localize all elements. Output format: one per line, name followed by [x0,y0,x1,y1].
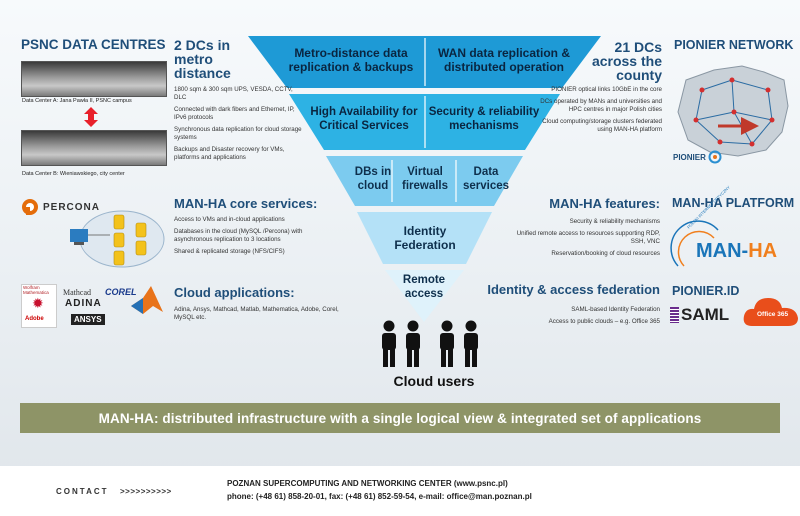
tier-2-right-label: Security & reliability mechanisms [428,106,540,132]
manha-logo: MAN-HA [696,240,777,263]
ansys-logo: ANSYS [71,314,105,325]
percona-wordmark: PERCONA [43,201,101,213]
identity-item: SAML-based Identity Federation [571,306,660,313]
network-detail: Cloud computing/storage clusters federat… [542,118,662,134]
dcs-country-heading: 21 DCs across the county [591,39,662,83]
core-service-item: Databases in the cloud (MySQL /Percona) … [174,228,303,244]
core-services-list: Access to VMs and in-cloud applications … [174,216,334,260]
mathematica-star-icon: ✹ [32,295,44,311]
mathematica-logo: Wolfram Mathematica ✹ Adobe [21,284,57,328]
data-center-a-caption: Data Center A: Jana Pawła II, PSNC campu… [22,98,132,104]
cloud-users-label: Cloud users [393,373,475,389]
tier-4-label: Identity Federation [394,224,456,253]
pionier-id-title: PIONIER.ID [672,284,740,298]
office365-logo: Office 365 [757,311,789,318]
tier-1-right-label: WAN data replication & distributed opera… [437,46,571,75]
cloud-applications-heading: Cloud applications: [174,285,295,300]
tier-2-left-label: High Availability for Critical Services [310,106,418,132]
pionier-wordmark: PIONIER [673,152,706,162]
feature-item: Reservation/booking of cloud resources [551,250,660,258]
feature-item: Unified remote access to resources suppo… [516,230,660,246]
percona-icon [22,199,38,215]
network-detail: DCs operated by MANs and universities an… [540,98,662,114]
corel-logo: COREL [105,287,137,297]
percona-logo: PERCONA [21,198,100,216]
core-service-item: Shared & replicated storage (NFS/CIFS) [174,248,285,256]
network-details: PIONIER optical links 10GbE in the core … [536,86,662,138]
data-center-b-caption: Data Center B: Wieniawskiego, city cente… [22,171,125,177]
manha-logo-arc-icon [670,220,719,267]
poland-network-map [677,65,789,157]
funnel-tier-3 [326,156,523,206]
saml-wordmark: SAML [681,305,730,324]
dc-detail: Backups and Disaster recovery for VMs, p… [174,146,285,162]
cloud-database-icon [70,210,165,268]
dcs-heading: 2 DCs in metro distance [174,37,231,81]
office365-cloud-icon [743,298,798,326]
dc-detail: Synchronous data replication for cloud s… [174,126,302,142]
matlab-icon [131,286,163,314]
saml-mark-icon [670,307,679,323]
tier-3-label-data-services: Data services [462,166,510,192]
contact-arrows: >>>>>>>>>> [120,487,172,496]
funnel-tier-4 [357,212,492,264]
feature-item: Security & reliability mechanisms [569,218,660,225]
dc-details: 1800 sqm & 300 sqm UPS, VESDA, CCTV, DLC… [174,86,304,167]
manha-platform-title: MAN-HA PLATFORM [672,196,795,210]
cloud-applications-text: Adina, Ansys, Mathcad, Matlab, Mathemati… [174,306,339,322]
core-service-item: Access to VMs and in-cloud applications [174,216,285,223]
manha-logo-man: MAN- [696,240,749,262]
adina-logo: ADINA [65,298,102,309]
tier-3-label-dbs: DBs in cloud [354,166,392,192]
tier-5-label: Remote access [402,274,446,300]
features-heading: MAN-HA features: [549,196,660,211]
bidirectional-arrow-icon [84,107,98,127]
pionier-network-title: PIONIER NETWORK [674,38,794,52]
network-detail: PIONIER optical links 10GbE in the core [551,86,662,93]
footer-organization: POZNAN SUPERCOMPUTING AND NETWORKING CEN… [227,479,508,488]
dc-detail: 1800 sqm & 300 sqm UPS, VESDA, CCTV, DLC [174,86,293,102]
contact-label: CONTACT [56,487,109,496]
saml-logo: SAML [670,305,729,325]
dc-detail: Connected with dark fibers and Ethernet,… [174,106,295,122]
identity-list: SAML-based Identity Federation Access to… [506,306,660,330]
psnc-data-centres-title: PSNC DATA CENTRES [21,37,166,52]
pionier-logo: PIONIER [673,150,722,164]
identity-federation-heading: Identity & access federation [487,282,660,297]
app-logos: Wolfram Mathematica ✹ Adobe Mathcad ADIN… [21,284,166,328]
mathcad-logo: Mathcad [63,288,91,297]
footer-contact-details: phone: (+48 61) 858-20-01, fax: (+48 61)… [227,492,532,501]
core-services-heading: MAN-HA core services: [174,196,318,211]
footer: CONTACT >>>>>>>>>> POZNAN SUPERCOMPUTING… [0,466,800,516]
summary-banner: MAN-HA: distributed infrastructure with … [20,403,780,433]
tier-3-label-firewalls: Virtual firewalls [401,166,449,192]
features-list: Security & reliability mechanisms Unifie… [506,218,660,262]
manha-logo-ha: HA [748,240,778,262]
cloud-users-icon [382,320,478,367]
data-center-b-photo [21,130,167,166]
summary-banner-text: MAN-HA: distributed infrastructure with … [98,410,702,426]
identity-item: Access to public clouds – e.g. Office 36… [548,318,660,326]
pionier-swirl-icon [708,150,722,164]
data-center-a-photo [21,61,167,97]
tier-1-left-label: Metro-distance data replication & backup… [288,46,414,75]
funnel-tier-5 [385,270,464,322]
